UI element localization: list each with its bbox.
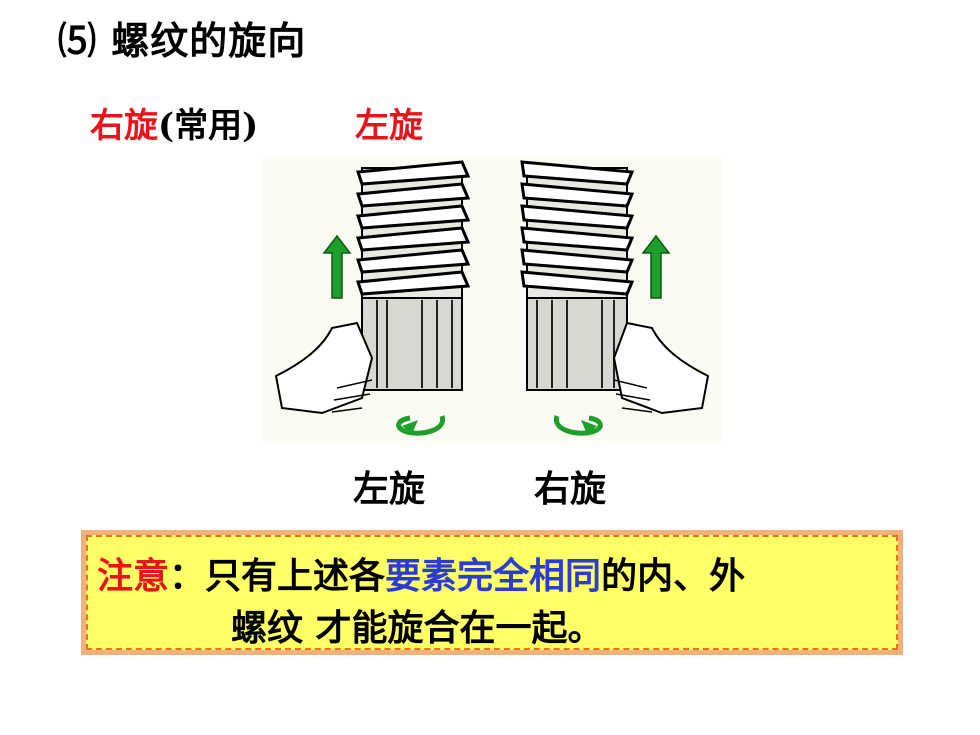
left-up-arrow-icon	[322, 234, 352, 299]
note-highlight: 要素完全相同	[385, 555, 602, 597]
left-rotation-arrow-icon	[396, 415, 446, 436]
note-dashed-border	[86, 535, 898, 650]
note-colon: ：	[169, 555, 206, 597]
right-hand-label: 右旋	[90, 106, 158, 146]
thread-direction-illustration	[262, 158, 722, 443]
bottom-left-label: 左旋	[353, 468, 426, 510]
right-screw-illustration	[520, 160, 710, 415]
left-hand-label: 左旋	[355, 106, 423, 146]
note-text-a: 只有上述各	[205, 555, 386, 597]
note-prefix: 注意	[97, 555, 170, 597]
left-screw-illustration	[274, 160, 471, 415]
bottom-right-label: 右旋	[534, 468, 607, 510]
note-text-b: 的内、外	[601, 555, 746, 597]
note-line-2: 螺纹 才能旋合在一起。	[231, 607, 604, 649]
right-up-arrow-icon	[641, 234, 671, 299]
right-hand-heading: 右旋(常用)	[90, 98, 258, 147]
note-box: 注意：只有上述各要素完全相同的内、外 螺纹 才能旋合在一起。	[81, 530, 903, 655]
right-rotation-arrow-icon	[553, 415, 603, 436]
note-line-1: 注意：只有上述各要素完全相同的内、外	[97, 547, 745, 599]
page-title: ⑸ 螺纹的旋向	[58, 18, 307, 63]
common-use-note: (常用)	[158, 106, 259, 146]
